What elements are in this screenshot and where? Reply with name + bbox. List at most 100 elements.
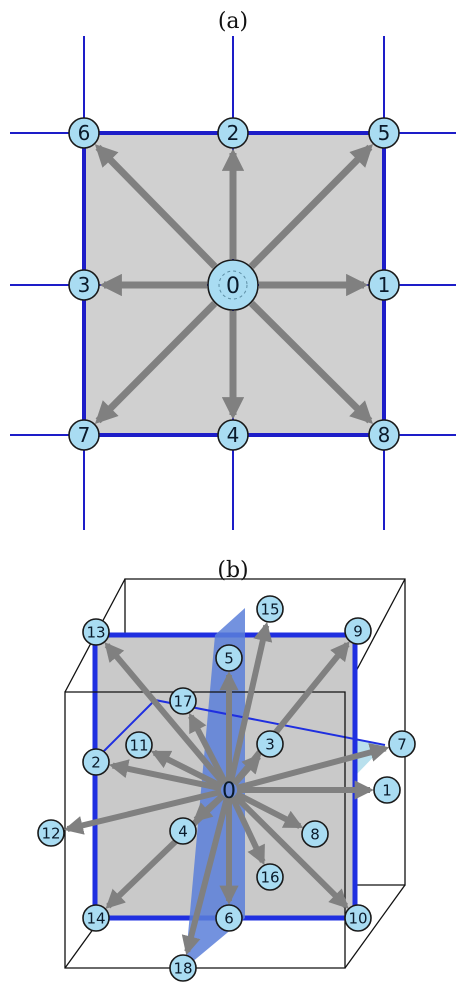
node-b-11: 11 — [125, 731, 153, 759]
arrow-b-14 — [105, 793, 226, 909]
node-a-4: 4 — [217, 419, 249, 451]
node-b-16-circle — [256, 863, 284, 891]
panel-a-caption: (a) — [218, 9, 248, 34]
node-b-1: 1 — [373, 776, 401, 804]
node-b-12-circle — [37, 819, 65, 847]
node-b-7-label: 7 — [397, 735, 407, 753]
d3q19-velocity-arrows — [63, 621, 390, 956]
node-b-1-label: 1 — [382, 781, 392, 799]
node-a-0: 0 — [207, 259, 259, 311]
node-b-15-circle — [256, 595, 284, 623]
node-a-4-label: 4 — [227, 423, 240, 447]
arrow-b-18 — [181, 796, 230, 956]
node-b-16-label: 16 — [260, 868, 279, 886]
node-a-5: 5 — [368, 117, 400, 149]
arrow-b-7 — [235, 743, 390, 791]
node-b-10: 10 — [344, 904, 372, 932]
node-b-10-circle — [344, 904, 372, 932]
arrow-a-7 — [94, 300, 218, 424]
node-b-1-circle — [373, 776, 401, 804]
node-a-3: 3 — [68, 269, 100, 301]
node-b-8-circle — [301, 820, 329, 848]
node-b-11-circle — [125, 731, 153, 759]
node-a-3-label: 3 — [78, 273, 91, 297]
arrow-b-12 — [63, 788, 222, 835]
node-b-15: 15 — [256, 595, 284, 623]
node-b-9-circle — [344, 617, 372, 645]
node-b-12-label: 12 — [41, 824, 60, 842]
node-a-7: 7 — [68, 419, 100, 451]
node-a-0-label: 0 — [226, 274, 240, 299]
node-b-7: 7 — [388, 730, 416, 758]
arrow-b-15 — [227, 621, 273, 783]
node-a-2-circle — [217, 117, 249, 149]
node-b-8: 8 — [301, 820, 329, 848]
node-b-2-circle — [82, 748, 110, 776]
node-b-9: 9 — [344, 617, 372, 645]
node-b-13: 13 — [82, 618, 110, 646]
node-a-8-circle — [368, 419, 400, 451]
arrow-b-2 — [108, 759, 222, 792]
node-b-8-label: 8 — [310, 825, 320, 843]
arrow-a-5 — [248, 144, 374, 270]
node-a-4-circle — [217, 419, 249, 451]
node-b-15-label: 15 — [260, 600, 279, 618]
node-b-17-label: 17 — [173, 692, 192, 710]
node-a-7-label: 7 — [78, 423, 91, 447]
node-a-5-circle — [368, 117, 400, 149]
node-a-8: 8 — [368, 419, 400, 451]
arrow-b-10 — [232, 793, 349, 909]
node-b-2-label: 2 — [91, 753, 101, 771]
node-b-3-circle — [256, 730, 284, 758]
node-b-10-label: 10 — [348, 909, 367, 927]
node-a-0-circle — [207, 259, 259, 311]
node-b-11-label: 11 — [129, 736, 148, 754]
node-a-6-label: 6 — [78, 121, 91, 145]
node-b-0-label: 0 — [222, 779, 236, 804]
node-b-6-circle — [215, 904, 243, 932]
arrow-b-9 — [231, 641, 350, 786]
node-b-5: 5 — [215, 644, 243, 672]
node-a-6: 6 — [68, 117, 100, 149]
arrow-b-8 — [234, 790, 304, 829]
node-b-6: 6 — [215, 904, 243, 932]
node-b-4: 4 — [169, 817, 197, 845]
d2q9-velocity-arrows — [94, 144, 374, 425]
node-a-1: 1 — [368, 269, 400, 301]
node-a-2: 2 — [217, 117, 249, 149]
node-b-13-circle — [82, 618, 110, 646]
node-b-17-circle — [169, 687, 197, 715]
node-a-8-label: 8 — [378, 423, 391, 447]
node-b-14-label: 14 — [86, 909, 105, 927]
node-b-9-label: 9 — [353, 622, 363, 640]
d2q9-nodes: 0 1 2 3 4 5 6 7 8 — [68, 117, 400, 451]
node-b-4-circle — [169, 817, 197, 845]
node-b-7-circle — [388, 730, 416, 758]
node-b-5-circle — [215, 644, 243, 672]
node-b-3: 3 — [256, 730, 284, 758]
arrow-b-11 — [150, 749, 224, 790]
node-b-18: 18 — [169, 954, 197, 982]
node-a-3-circle — [68, 269, 100, 301]
node-b-12: 12 — [37, 819, 65, 847]
node-b-13-label: 13 — [86, 623, 105, 641]
node-b-5-label: 5 — [224, 649, 234, 667]
arrow-b-17 — [188, 712, 228, 785]
arrow-a-6 — [94, 144, 218, 269]
node-a-1-label: 1 — [378, 273, 391, 297]
node-b-14: 14 — [82, 904, 110, 932]
node-a-5-label: 5 — [378, 121, 391, 145]
arrow-a-8 — [248, 300, 373, 425]
node-b-2: 2 — [82, 748, 110, 776]
node-b-16: 16 — [256, 863, 284, 891]
arrow-b-13 — [104, 642, 227, 786]
panel-a: (a) 0 1 2 3 4 5 6 7 8 — [10, 9, 456, 530]
node-a-1-circle — [368, 269, 400, 301]
node-a-0-inner-ring — [218, 270, 248, 300]
arrow-b-16 — [229, 795, 266, 866]
node-b-6-label: 6 — [224, 909, 234, 927]
node-b-17: 17 — [169, 687, 197, 715]
